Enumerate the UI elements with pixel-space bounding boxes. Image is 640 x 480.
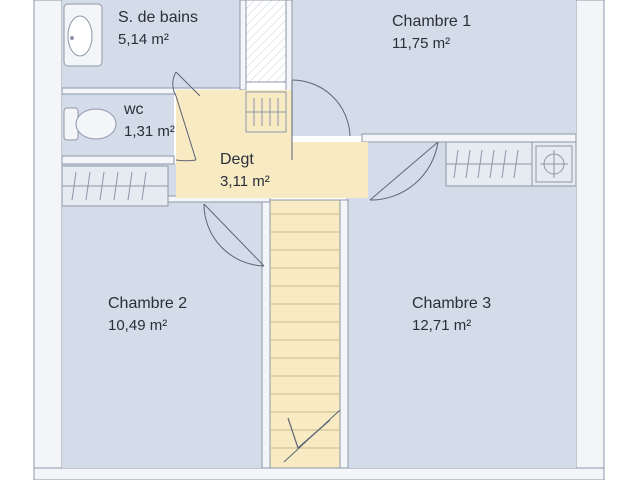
door-bedroom1 [291,79,351,160]
outer-wall-bottom [33,467,605,480]
door-wc [175,95,197,162]
wall-wc-bedroom2 [61,155,175,165]
wc-name: wc [123,101,144,118]
hall-name: Degt [220,151,254,168]
hall-area [176,90,368,198]
wall-bedroom3-left [339,199,349,469]
bedroom3-area: 12,71 m² [412,317,471,334]
bedroom2-name: Chambre 2 [108,295,187,312]
outer-wall-right [575,0,605,480]
bedroom1-area: 11,75 m² [392,35,450,52]
bath-area: 5,14 m² [118,31,169,48]
door-bath [172,71,201,97]
staircase [269,199,341,469]
wall-bath-closet [239,0,247,91]
room-bedroom2 [62,164,266,468]
ventilation-icon [535,145,573,183]
closet-bedroom3-hangers [446,142,533,186]
bedroom3-name: Chambre 3 [412,295,491,312]
wc-area: 1,31 m² [124,123,175,140]
outer-wall-left [33,0,63,480]
stair-steps [270,213,340,449]
closet-top-lower-hangers [246,98,286,126]
bedroom2-area: 10,49 m² [108,317,167,334]
wall-bedroom2-right [261,199,271,469]
room-bedroom3 [346,142,576,468]
stair-break-line [283,409,341,463]
toilet-icon [63,107,117,141]
closet-bedroom2-hangers [62,171,168,201]
door-bedroom3 [369,141,439,201]
wall-bedroom1-bottom [361,133,577,143]
bath-name: S. de bains [118,9,198,26]
hall-area: 3,11 m² [220,173,270,190]
room-bedroom1 [292,0,576,136]
closet-top [245,0,287,83]
bedroom1-name: Chambre 1 [392,13,471,30]
sink-icon [63,3,103,67]
door-bedroom2 [203,203,265,267]
